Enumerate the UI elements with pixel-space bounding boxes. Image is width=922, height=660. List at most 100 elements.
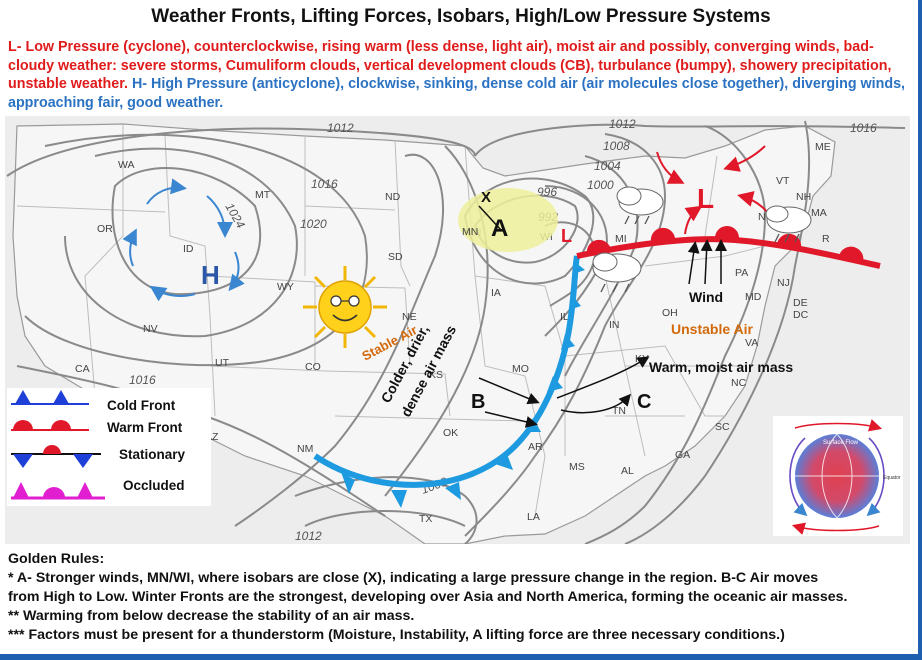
isobar-label: 1004	[594, 159, 621, 173]
strong-wind-highlight	[458, 188, 558, 252]
state-label: MO	[512, 363, 529, 375]
warm-moist-air-label: Warm, moist air mass	[649, 359, 793, 375]
global-circulation-globe: Surface Flow Equator	[773, 416, 903, 536]
sun-icon	[303, 266, 387, 348]
state-label: OH	[662, 307, 678, 319]
state-label: MI	[615, 233, 627, 245]
state-label: NH	[796, 191, 811, 203]
state-label: TX	[419, 513, 432, 525]
low-pressure-symbol: L	[697, 183, 714, 214]
state-label: VT	[776, 175, 790, 187]
wind-label: Wind	[689, 289, 723, 305]
front-legend: Cold Front Warm Front Stationary Occlude…	[7, 388, 211, 506]
isobar-label: 1016	[850, 121, 877, 135]
storm-cloud-icon	[592, 252, 642, 293]
rule-1-line-2: from High to Low. Winter Fronts are the …	[8, 589, 848, 605]
state-label: IL	[560, 311, 569, 323]
state-label: NE	[402, 311, 417, 323]
state-label: NJ	[777, 277, 790, 289]
state-label: PA	[735, 267, 748, 279]
state-label: GA	[675, 449, 690, 461]
isobar-label: 1012	[327, 121, 354, 135]
high-pressure-symbol: H	[201, 260, 220, 290]
storm-cloud-icon	[616, 186, 664, 225]
isobar-label: 1020	[300, 217, 327, 231]
state-label: DE	[793, 297, 808, 309]
weather-map-svg: 1012 1016 1024 1020 1016 1016 1012 1008 …	[6, 117, 906, 545]
state-label: NM	[297, 443, 313, 455]
state-label: DC	[793, 309, 809, 321]
pointer-line	[478, 205, 502, 231]
state-label: MT	[255, 189, 271, 201]
state-label: SD	[388, 251, 403, 263]
state-label: ID	[183, 243, 194, 255]
state-label: IA	[491, 287, 501, 299]
occluded-front-symbol	[13, 482, 29, 498]
cold-front-symbol	[15, 390, 31, 404]
state-label: MS	[569, 461, 585, 473]
rule-2: ** Warming from below decrease the stabi…	[8, 608, 415, 624]
state-label: OR	[97, 223, 113, 235]
isobar-label: 1012	[295, 529, 322, 543]
high-pressure-circulation	[122, 178, 245, 302]
unstable-air-label: Unstable Air	[671, 321, 753, 337]
state-label: MA	[811, 207, 827, 219]
state-label: CO	[305, 361, 321, 373]
stationary-front-symbol	[43, 445, 61, 454]
state-label: KS	[429, 369, 443, 381]
state-labels: WA OR CA NV ID MT WY UT CO AZ NM ND SD N…	[75, 141, 831, 525]
stationary-front-symbol	[73, 454, 93, 468]
legend-stationary-front: Stationary	[119, 447, 186, 462]
isobar-label: 996	[537, 185, 557, 199]
state-label: NC	[731, 377, 747, 389]
label-c: C	[637, 391, 651, 413]
occluded-front-symbol	[43, 487, 65, 498]
stationary-front-symbol	[13, 454, 33, 468]
legend-box	[7, 388, 211, 506]
rules-heading: Golden Rules:	[8, 551, 105, 567]
state-label: TN	[612, 405, 626, 417]
state-label: IN	[609, 319, 620, 331]
state-label: ND	[385, 191, 401, 203]
state-label: LA	[527, 511, 540, 523]
golden-rules: Golden Rules: * A- Stronger winds, MN/WI…	[8, 550, 913, 645]
isobar-label: 1000	[587, 178, 614, 192]
warm-front-semicircles	[586, 226, 864, 262]
state-label: UT	[215, 357, 230, 369]
isobar-label: 1016	[311, 177, 338, 191]
state-label: R	[822, 233, 830, 245]
isobar-label: 1016	[129, 373, 156, 387]
legend-cold-front: Cold Front	[107, 398, 176, 413]
cold-front-symbol	[53, 390, 69, 404]
state-label: WA	[118, 159, 135, 171]
state-label: OK	[443, 427, 458, 439]
wind-arrows	[687, 239, 727, 285]
low-pressure-small: L	[561, 226, 572, 246]
weather-map: 1012 1016 1024 1020 1016 1016 1012 1008 …	[5, 116, 910, 545]
warm-front-line	[576, 236, 881, 269]
state-label: NV	[143, 323, 158, 335]
storm-cloud-icon	[765, 205, 812, 243]
label-b: B	[471, 391, 485, 413]
state-label: VA	[745, 337, 758, 349]
intro-text: L- Low Pressure (cyclone), counterclockw…	[8, 38, 908, 112]
state-label: ME	[815, 141, 831, 153]
label-x: X	[481, 189, 491, 206]
state-label: CA	[75, 363, 90, 375]
occluded-front-symbol	[77, 482, 93, 498]
high-pressure-description: H- High Pressure (anticyclone), clockwis…	[8, 76, 906, 111]
state-label: MD	[745, 291, 762, 303]
state-label: AL	[621, 465, 634, 477]
page-title: Weather Fronts, Lifting Forces, Isobars,…	[151, 6, 771, 27]
globe-equator-label: Equator	[883, 475, 901, 481]
state-label: WY	[277, 281, 294, 293]
air-movement-arrows	[478, 356, 650, 428]
warm-front-symbol	[51, 420, 71, 430]
rule-1-line-1: * A- Stronger winds, MN/WI, where isobar…	[8, 570, 819, 586]
legend-occluded-front: Occluded	[123, 478, 185, 493]
isobar-label: 1012	[609, 117, 636, 131]
state-label: SC	[715, 421, 730, 433]
globe-surface-flow-label: Surface Flow	[823, 440, 859, 446]
low-pressure-description: L- Low Pressure (cyclone), counterclockw…	[8, 39, 892, 93]
